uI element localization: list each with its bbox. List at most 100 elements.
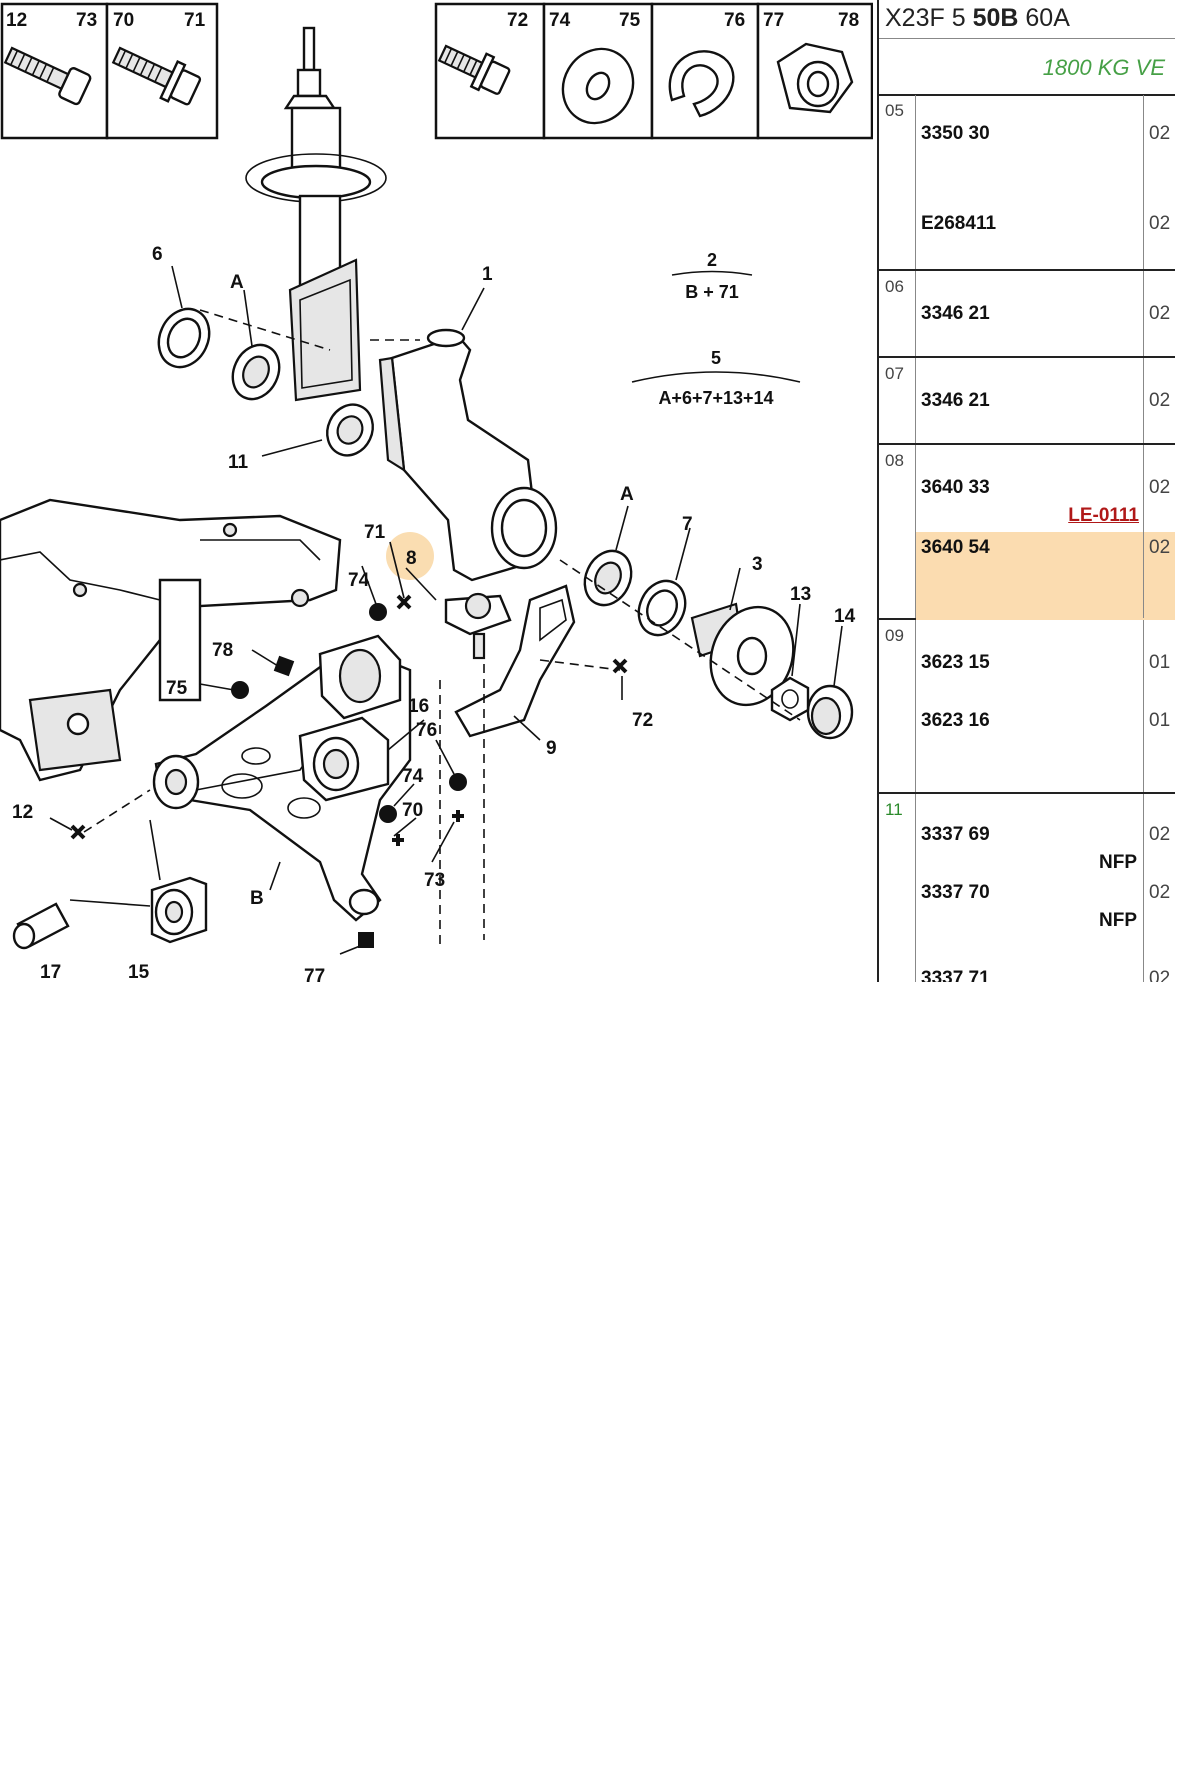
header-model: X23F: [885, 4, 945, 32]
part-ref-selected[interactable]: 3640 54: [921, 537, 990, 558]
header-variant: 60A: [1025, 4, 1070, 32]
hex-bolt-icon: [437, 44, 511, 95]
part-ref[interactable]: 3623 16: [921, 710, 990, 731]
svg-text:5: 5: [711, 348, 721, 368]
part-label: 70: [402, 800, 423, 821]
group-number: 11: [885, 800, 903, 819]
part-label: 75: [166, 678, 188, 699]
group-number: 07: [885, 364, 904, 383]
cap-14[interactable]: [806, 684, 854, 740]
seal-7[interactable]: [630, 573, 694, 642]
formula-2: 2 B + 71: [671, 250, 753, 302]
svg-text:2: 2: [707, 250, 717, 270]
parts-table: X23F 5 50B 60A 1800 KG VE 05 3350 30 02 …: [877, 0, 1175, 982]
callout-label: 70: [113, 10, 134, 31]
part-label: 7: [682, 514, 693, 535]
shock-absorber-strut[interactable]: [245, 26, 387, 402]
part-ref[interactable]: 3337 71: [921, 968, 990, 982]
part-label: 15: [128, 962, 150, 982]
part-qty: 02: [1149, 968, 1171, 982]
callout-label: 74: [549, 10, 571, 31]
spring-washer-icon: [668, 50, 735, 118]
nfp-note: NFP: [1099, 910, 1137, 931]
lock-nut-icon: [776, 42, 854, 114]
ball-joint-8[interactable]: [444, 592, 512, 660]
header-code: 5: [951, 4, 966, 32]
callout-box-12-73[interactable]: 12 73: [0, 2, 109, 140]
part-ref[interactable]: 3337 69: [921, 824, 990, 845]
part-qty: 02: [1149, 390, 1171, 411]
callout-box-77-78[interactable]: 77 78: [756, 2, 873, 140]
part-ref[interactable]: 3346 21: [921, 390, 990, 411]
part-label: A: [620, 484, 634, 505]
part-label: A: [230, 272, 244, 293]
part-label: 17: [40, 962, 61, 982]
sleeve-17[interactable]: [12, 902, 70, 950]
part-label: 16: [408, 696, 429, 717]
group-number: 09: [885, 626, 904, 645]
svg-text:B + 71: B + 71: [685, 282, 739, 302]
diagram-canvas: 12 73 70 71 72 74 75: [0, 2, 873, 982]
group-number: 05: [885, 101, 904, 120]
weight-label: 1800 KG VE: [1042, 55, 1165, 80]
seal-6[interactable]: [150, 301, 219, 376]
flange-bolt-icon: [111, 46, 202, 106]
part-label: 78: [212, 640, 233, 661]
table-group-11: 11 3337 69 02 NFP 3337 70 02 NFP 3337 71…: [879, 794, 1175, 982]
part-label: 1: [482, 264, 493, 285]
part-label: 11: [228, 452, 249, 473]
part-qty: 02: [1149, 213, 1171, 234]
svg-text:A+6+7+13+14: A+6+7+13+14: [658, 388, 773, 408]
part-label: 14: [834, 606, 856, 627]
part-ref[interactable]: 3337 70: [921, 882, 990, 903]
le-link[interactable]: LE-0111: [1068, 505, 1139, 526]
callout-label: 77: [763, 10, 784, 31]
hub-3[interactable]: [690, 595, 807, 716]
brake-shield-9[interactable]: [454, 584, 576, 738]
bearing-a-right[interactable]: [576, 543, 640, 612]
part-ref[interactable]: 3623 15: [921, 652, 990, 673]
part-label: 9: [546, 738, 557, 759]
part-ref[interactable]: 3350 30: [921, 123, 990, 144]
part-ref[interactable]: E268411: [921, 213, 997, 234]
header-engine: 50B: [972, 4, 1019, 32]
callout-box-72[interactable]: 72: [434, 2, 546, 140]
bolt-icon: [3, 46, 92, 106]
callout-label: 73: [76, 10, 97, 31]
bearing-11[interactable]: [319, 397, 381, 463]
callout-box-76[interactable]: 76: [650, 2, 760, 140]
bushing-16-lower[interactable]: [298, 716, 390, 802]
washer-icon: [561, 47, 635, 125]
part-label: 76: [416, 720, 437, 741]
bushing-16-upper[interactable]: [318, 634, 402, 720]
callout-label: 71: [184, 10, 206, 31]
part-ref[interactable]: 3640 33: [921, 477, 990, 498]
leaders-top: [199, 309, 420, 351]
subframe[interactable]: [0, 498, 342, 782]
nut-13[interactable]: [770, 676, 810, 722]
part-qty: 02: [1149, 123, 1171, 144]
bushing-15[interactable]: [150, 876, 208, 944]
fastener-markers: [70, 594, 628, 948]
table-group-07: 07 3346 21 02: [879, 358, 1175, 445]
exploded-diagram: 12 73 70 71 72 74 75: [0, 0, 873, 982]
highlight-marker: [386, 532, 434, 580]
table-group-05: 05 3350 30 02 E268411 02: [879, 95, 1175, 271]
steering-knuckle[interactable]: [378, 328, 558, 582]
formula-5: 5 A+6+7+13+14: [631, 348, 801, 408]
part-label: 6: [152, 244, 163, 265]
part-label: 73: [424, 870, 445, 891]
callout-box-74-75[interactable]: 74 75: [542, 2, 654, 140]
part-label: 72: [632, 710, 653, 731]
part-label: 8: [406, 548, 417, 569]
leader-lines: [49, 265, 843, 955]
part-qty: 02: [1149, 824, 1171, 845]
bearing-a-left[interactable]: [224, 337, 288, 406]
part-qty: 01: [1149, 710, 1171, 731]
part-ref[interactable]: 3346 21: [921, 303, 990, 324]
part-label: 3: [752, 554, 763, 575]
callout-box-70-71[interactable]: 70 71: [105, 2, 219, 140]
callout-label: 72: [507, 10, 528, 31]
part-label: 74: [402, 766, 424, 787]
part-label: 71: [364, 522, 386, 543]
